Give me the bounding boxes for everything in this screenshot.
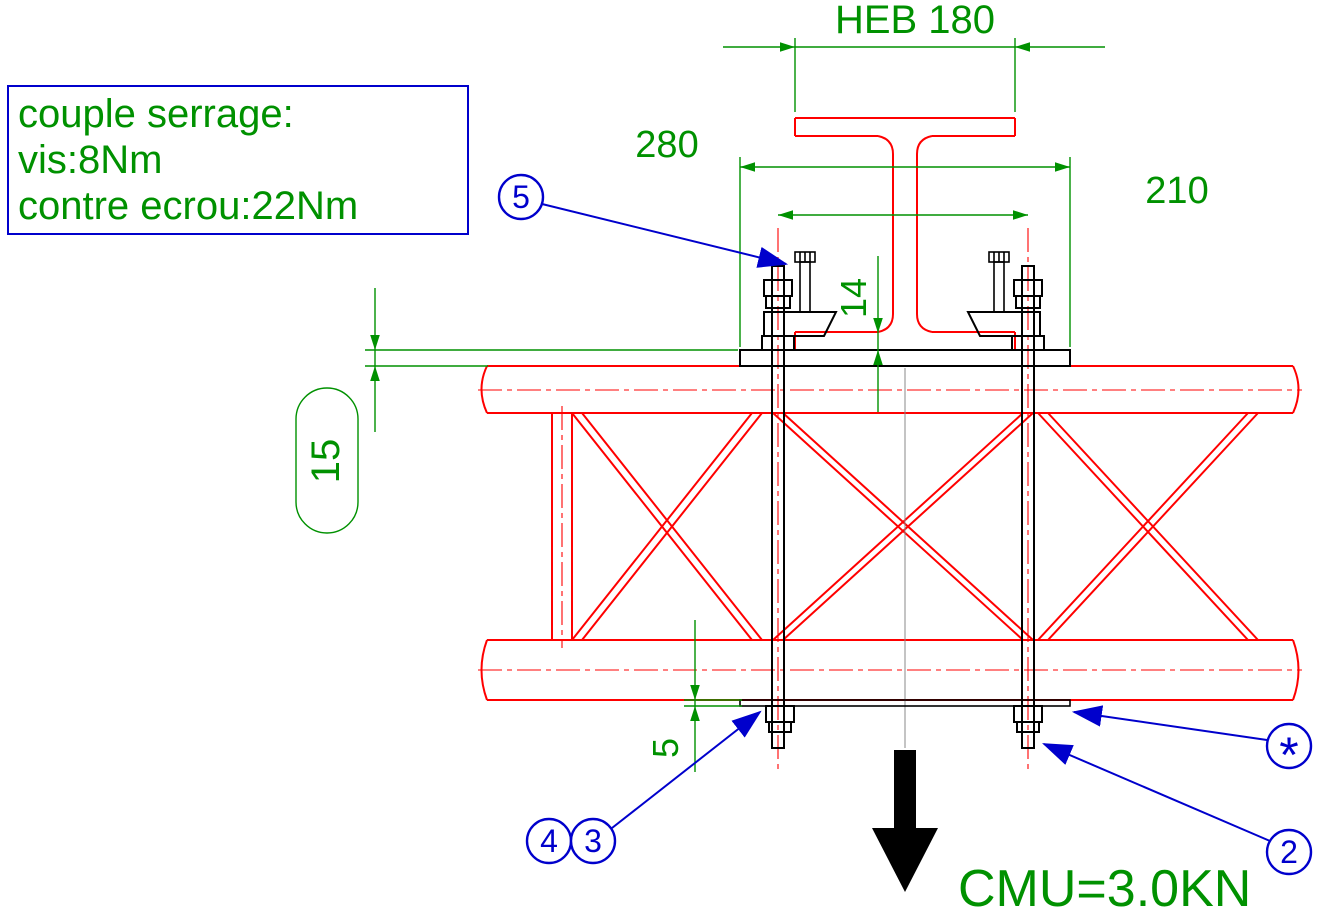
- lock-nut: [1016, 721, 1040, 733]
- claw-bolt-right: [988, 251, 1010, 313]
- leader-line: [1071, 705, 1268, 741]
- lock-nut: [1015, 295, 1041, 309]
- balloon-label: *: [1279, 727, 1298, 783]
- extension-lines: [684, 699, 742, 707]
- dim-15-label: 15: [304, 439, 348, 484]
- truss-centerlines: [478, 389, 1302, 671]
- dim-280-label: 280: [635, 124, 698, 166]
- note-line-2: vis:8Nm: [18, 138, 162, 182]
- arrowhead: [1055, 162, 1070, 172]
- dim-heb180: HEB 180: [723, 0, 1105, 112]
- note-box-border: [7, 85, 469, 235]
- load-rating-label: CMU=3.0KN: [958, 860, 1251, 915]
- note-line-3: contre ecrou:22Nm: [18, 184, 358, 228]
- rod-centerlines: [777, 228, 1029, 774]
- beam-designation-label: HEB 180: [835, 0, 995, 42]
- truss-diagonal-bracing: [571, 412, 1259, 641]
- arrowhead: [780, 42, 795, 52]
- arrowhead: [778, 210, 793, 220]
- truss-structure: [478, 228, 1302, 774]
- beam-profile: [794, 117, 1016, 350]
- threaded-rod-right: [1021, 265, 1035, 749]
- top-plate: [739, 349, 1071, 367]
- load-indicator: CMU=3.0KN: [872, 750, 1251, 915]
- bolt-shank: [799, 261, 811, 313]
- bottom-plate: [739, 699, 1071, 707]
- load-arrow: [872, 750, 938, 892]
- dim-15-capsule: [295, 387, 359, 534]
- leader-line: [541, 203, 789, 268]
- dim-210-label: 210: [1145, 170, 1208, 212]
- arrowhead: [370, 366, 380, 381]
- bolt-head-knurl: [993, 252, 1005, 262]
- balloon-circle: [569, 817, 617, 865]
- note-line-1: couple serrage:: [18, 92, 294, 136]
- leader-line: [1042, 743, 1271, 842]
- dim-14: 14: [833, 256, 883, 412]
- dim-280: 280: [635, 124, 1071, 347]
- extension-lines: [365, 349, 738, 367]
- balloon-label: 5: [512, 179, 530, 215]
- arrowhead: [740, 162, 755, 172]
- bolt-head-knurl: [799, 252, 811, 262]
- dim-15: 15: [295, 288, 738, 534]
- top-nuts-right: [1011, 279, 1045, 351]
- arrowhead: [1015, 42, 1030, 52]
- balloon-items-4-3: 4 3: [525, 710, 762, 865]
- claw-bolt-left: [794, 251, 816, 313]
- beam-outline: [794, 117, 1016, 350]
- arrowhead: [873, 318, 883, 333]
- balloon-item-5: 5: [497, 173, 789, 268]
- arrowhead: [690, 706, 700, 721]
- balloon-label: 2: [1280, 834, 1298, 870]
- extension-lines: [794, 38, 1016, 112]
- flange-claw-left: [763, 311, 838, 337]
- nut: [765, 705, 795, 723]
- bolt-shank: [993, 261, 1005, 313]
- bottom-nuts-left: [765, 705, 795, 733]
- arrowhead: [690, 685, 700, 700]
- dim-5: 5: [645, 620, 742, 772]
- dim-5-label: 5: [645, 738, 686, 758]
- balloon-circle: [1265, 828, 1313, 876]
- bottom-nuts-right: [1013, 705, 1043, 733]
- lock-nut: [768, 721, 792, 733]
- dim-14-label: 14: [833, 278, 874, 318]
- clamp-assembly: [739, 251, 1071, 749]
- balloon-label: 3: [584, 823, 602, 859]
- truss-vertical-member: [551, 413, 573, 640]
- lock-nut: [765, 295, 791, 309]
- dim-210: 210: [778, 170, 1209, 220]
- flange-claw-right: [966, 311, 1041, 337]
- balloon-circle: [1265, 722, 1313, 770]
- balloon-label: 4: [540, 823, 558, 859]
- arrowhead: [1013, 210, 1028, 220]
- top-nuts-left: [761, 279, 795, 351]
- balloon-item-star: *: [1071, 705, 1313, 783]
- leader-line: [611, 710, 762, 829]
- balloon-circle: [497, 173, 545, 221]
- arrowhead: [873, 350, 883, 365]
- balloon-item-2: 2: [1042, 743, 1313, 876]
- note-box: couple serrage: vis:8Nm contre ecrou:22N…: [7, 85, 469, 235]
- arrowhead: [370, 335, 380, 350]
- extension-lines: [739, 157, 1071, 347]
